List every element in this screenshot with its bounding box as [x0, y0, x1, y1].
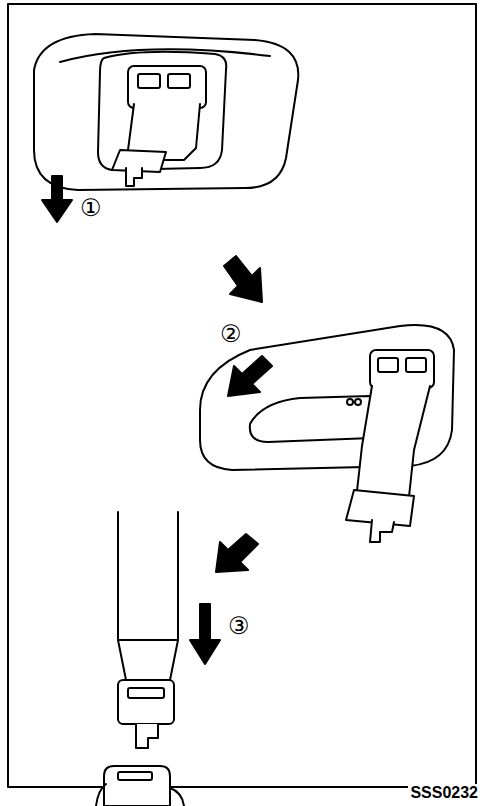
- buckle-in-hand: [96, 766, 184, 806]
- callout-number: ①: [80, 196, 102, 220]
- motion-arrow: [228, 356, 272, 396]
- callout-number: ②: [220, 322, 242, 346]
- frame-border: [8, 4, 476, 787]
- ceiling-panel-two: [200, 325, 454, 542]
- motion-arrow: [42, 176, 72, 222]
- motion-arrow: [190, 604, 220, 664]
- step-arrow: [224, 256, 262, 302]
- step-arrow: [216, 534, 258, 572]
- callout-number: ③: [228, 614, 250, 638]
- seat-belt-tongue: [118, 512, 178, 748]
- ceiling-panel-one: [34, 34, 298, 190]
- figure-code: SSS0232: [408, 784, 480, 802]
